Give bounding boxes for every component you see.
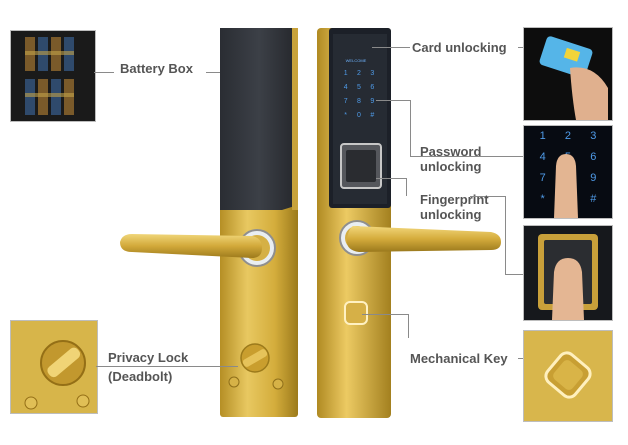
card-unlock-photo [523,27,613,121]
line-mech-h1 [362,314,408,315]
keypad-key[interactable]: 6 [370,84,375,91]
line-password-h2 [410,156,523,157]
line-fingerprint-v2 [505,196,506,274]
mechanical-key-label: Mechanical Key [410,351,508,366]
line-password-v [410,100,411,156]
line-card-left [372,47,410,48]
password-unlocking-label: Password unlocking [420,144,481,174]
fingerprint-label-line2: unlocking [420,207,482,222]
privacy-lock-photo [10,320,98,414]
line-mech-v [408,314,409,338]
keypad-key[interactable]: 4 [343,84,348,91]
lock-back-panel [112,20,302,420]
keypad-key[interactable]: 5 [357,84,361,91]
password-unlock-photo: 1 2 3 4 5 6 7 8 9 * 0 # [523,125,613,219]
thumb-key: 6 [590,151,597,163]
thumb-key: * [540,193,545,205]
thumb-key: # [590,193,597,205]
line-fingerprint-h3 [505,274,523,275]
privacy-label-line2: (Deadbolt) [108,369,173,384]
keypad-key[interactable]: * [344,112,348,119]
lock-screen-text: WELCOME [345,58,367,63]
keypad-key[interactable]: 1 [343,70,348,77]
privacy-label-line1: Privacy Lock [108,350,189,365]
line-battery-panel [206,72,220,73]
line-card-right [518,47,523,48]
line-password-h1 [376,100,410,101]
privacy-lock-label: Privacy Lock (Deadbolt) [108,348,188,386]
line-fingerprint-h2 [470,196,505,197]
line-mech-right [518,358,523,359]
thumb-key: 7 [539,172,546,184]
lock-front-panel [315,20,505,420]
mechanical-key-photo [523,330,613,422]
thumb-key: 1 [539,130,546,142]
keypad-key[interactable]: 0 [357,112,361,119]
password-label-line2: unlocking [420,159,482,174]
thumb-key: 4 [539,151,546,163]
thumb-key: 2 [564,130,572,142]
keypad-key[interactable]: 9 [370,98,375,105]
fingerprint-unlock-photo [523,225,613,321]
thumb-key: 3 [590,130,597,142]
fingerprint-unlocking-label: Fingerprint unlocking [420,192,489,222]
line-privacy [96,366,238,367]
line-battery-thumb [94,72,114,73]
keypad-key[interactable]: # [370,112,375,119]
keypad-key[interactable]: 8 [357,98,361,105]
line-fingerprint-v1 [406,178,407,196]
thumb-key: 9 [590,172,597,184]
card-unlocking-label: Card unlocking [412,40,507,55]
keypad-key[interactable]: 3 [370,70,375,77]
fingerprint-label-line1: Fingerprint [420,192,489,207]
battery-box-photo [10,30,96,122]
password-label-line1: Password [420,144,482,159]
battery-box-label: Battery Box [120,61,193,76]
line-fingerprint-h1 [376,178,406,179]
keypad-key[interactable]: 2 [357,70,361,77]
keypad-key[interactable]: 7 [343,98,348,105]
lock-keypad[interactable]: 1 2 3 4 5 6 7 8 9 * 0 # [339,70,379,119]
